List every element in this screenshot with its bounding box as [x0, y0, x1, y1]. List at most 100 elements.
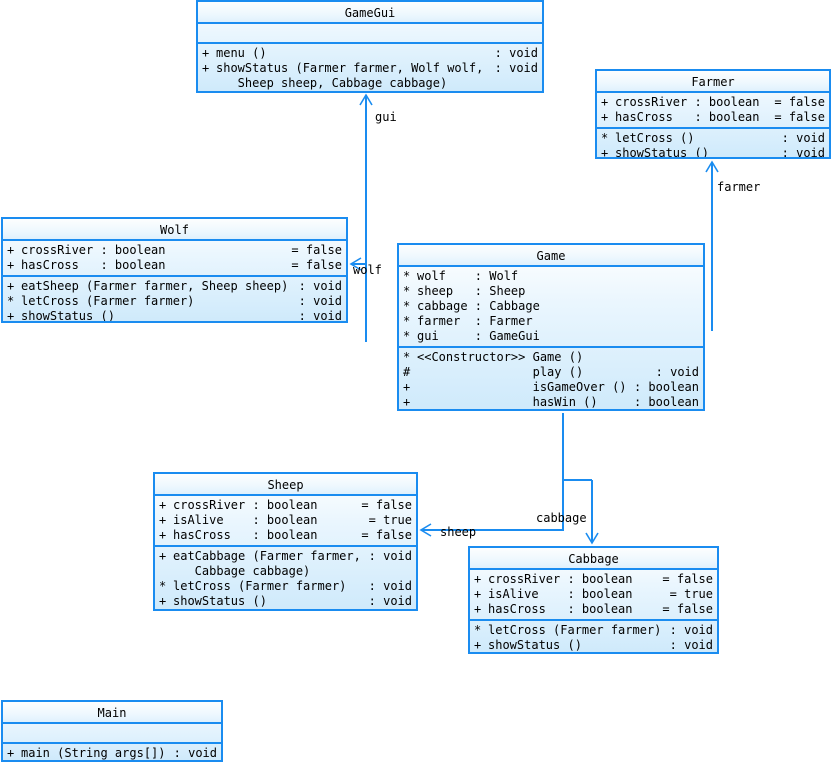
attribute-row: +isAlive : boolean= true: [155, 513, 416, 528]
visibility-marker: +: [403, 380, 411, 394]
method-return-type: : void: [368, 579, 412, 593]
visibility-marker: *: [403, 314, 411, 328]
class-title-gamegui: GameGui: [198, 2, 542, 24]
class-title-wolf: Wolf: [3, 219, 346, 241]
visibility-marker: +: [474, 572, 482, 586]
method-return-type: : void: [173, 746, 217, 760]
visibility-marker: +: [159, 528, 167, 542]
uml-class-gamegui[interactable]: GameGui +menu (): void+ showStatus (Farmer…: [196, 0, 544, 93]
method-row: * letCross (Farmer farmer) : void: [3, 294, 346, 309]
visibility-marker: +: [7, 243, 15, 257]
attribute-row: *gui : GameGui: [399, 329, 703, 344]
method-row: Cabbage cabbage): [155, 564, 416, 579]
method-signature: showStatus (): [21, 309, 115, 323]
visibility-marker: *: [474, 623, 482, 637]
method-return-type: : void: [669, 638, 713, 652]
method-return-type: : void: [781, 146, 825, 159]
method-return-type: : void: [368, 594, 412, 608]
uml-class-sheep[interactable]: Sheep+crossRiver : boolean= false+isAliv…: [153, 472, 418, 611]
attribute-name: hasCross : boolean: [488, 602, 633, 616]
visibility-marker: *: [403, 299, 411, 313]
attribute-name: isAlive : boolean: [488, 587, 633, 601]
class-title-sheep: Sheep: [155, 474, 416, 496]
connector-label-cabbage: cabbage: [536, 511, 587, 525]
uml-class-cabbage[interactable]: Cabbage+crossRiver : boolean= false+isAl…: [468, 546, 719, 654]
visibility-marker: +: [202, 61, 210, 75]
attribute-row: + crossRiver : boolean = false: [3, 243, 346, 258]
uml-class-game[interactable]: Game*wolf : Wolf*sheep : Sheep*cabbage :…: [397, 243, 705, 411]
method-return-type: : void: [669, 623, 713, 637]
visibility-marker: +: [601, 110, 609, 124]
class-title-cabbage: Cabbage: [470, 548, 717, 570]
method-signature: showStatus (): [173, 594, 267, 608]
attribute-row: +hasCross : boolean= false: [3, 258, 346, 273]
class-methods-gamegui: +menu (): void+ showStatus (Farmer farmer…: [198, 44, 542, 91]
class-methods-main: +main (String args[]): void: [3, 744, 221, 760]
method-row: +showStatus (Farmer farmer, Wolf wolf,: …: [198, 61, 542, 76]
visibility-marker: [202, 76, 216, 91]
method-signature: letCross (Farmer farmer): [21, 294, 195, 308]
method-return-type: : void: [298, 309, 342, 323]
visibility-marker: *: [159, 579, 167, 593]
visibility-marker: *: [7, 294, 15, 308]
method-signature: isGameOver (): [417, 380, 627, 394]
attribute-value: = false: [662, 602, 713, 616]
attribute-row: *farmer : Farmer: [399, 314, 703, 329]
uml-class-wolf[interactable]: Wolf + crossRiver : boolean = false+hasCros…: [1, 217, 348, 323]
attribute-name: isAlive : boolean: [173, 513, 318, 527]
visibility-marker: +: [7, 279, 15, 293]
attribute-value: = false: [291, 243, 342, 257]
method-return-type: : void: [781, 131, 825, 145]
attribute-value: = true: [368, 513, 412, 527]
class-attributes-farmer: +crossRiver : boolean= false+hasCross : …: [597, 93, 829, 129]
class-methods-cabbage: * letCross (Farmer farmer) : void+showStat…: [470, 621, 717, 652]
visibility-marker: *: [403, 284, 411, 298]
method-row: +showStatus (): void: [470, 638, 717, 652]
method-signature: menu (): [216, 46, 267, 60]
attribute-row: + hasCross : boolean = false: [155, 528, 416, 543]
method-return-type: : boolean: [633, 395, 699, 409]
class-methods-game: *<<Constructor>> Game ()# play (): void+…: [399, 348, 703, 409]
visibility-marker: +: [159, 549, 167, 563]
attribute-value: = true: [669, 587, 713, 601]
visibility-marker: +: [7, 309, 15, 323]
uml-class-main[interactable]: Main+main (String args[]): void: [1, 700, 223, 762]
method-signature: eatCabbage (Farmer farmer,: [173, 549, 361, 563]
method-row: Sheep sheep, Cabbage cabbage): [198, 76, 542, 91]
method-row: + showStatus () : void: [3, 309, 346, 323]
method-signature: showStatus (Farmer farmer, Wolf wolf,: [216, 61, 484, 75]
method-return-type: : boolean: [633, 380, 699, 394]
uml-class-farmer[interactable]: Farmer+crossRiver : boolean= false+hasCr…: [595, 69, 831, 159]
attribute-name: hasCross : boolean: [173, 528, 318, 542]
attribute-row: +crossRiver : boolean= false: [470, 572, 717, 587]
class-title-game: Game: [399, 245, 703, 267]
connector-label-sheep: sheep: [440, 525, 477, 539]
visibility-marker: +: [474, 587, 482, 601]
attribute-name: crossRiver : boolean: [21, 243, 166, 257]
class-attributes-game: *wolf : Wolf*sheep : Sheep*cabbage : Cab…: [399, 267, 703, 348]
visibility-marker: +: [601, 146, 609, 159]
class-title-main: Main: [3, 702, 221, 724]
method-row: +eatSheep (Farmer farmer, Sheep sheep): …: [3, 279, 346, 294]
method-signature: main (String args[]): [21, 746, 166, 760]
attribute-value: = false: [361, 528, 412, 542]
method-return-type: : void: [298, 294, 342, 308]
class-methods-farmer: *letCross (): void+showStatus (): void: [597, 129, 829, 159]
method-signature: showStatus (): [615, 146, 709, 159]
attribute-row: + isAlive : boolean = true: [470, 587, 717, 602]
visibility-marker: [159, 564, 173, 579]
visibility-marker: +: [474, 602, 482, 616]
method-signature: Sheep sheep, Cabbage cabbage): [216, 76, 448, 90]
class-methods-sheep: + eatCabbage (Farmer farmer, : void Cabbag…: [155, 547, 416, 609]
visibility-marker: *: [403, 329, 411, 343]
connector-label-gui: gui: [375, 110, 397, 124]
method-signature: letCross (Farmer farmer): [488, 623, 662, 637]
class-attributes-cabbage: +crossRiver : boolean= false+isAlive : b…: [470, 570, 717, 621]
method-row: +main (String args[]): void: [3, 746, 221, 760]
method-row: +menu (): void: [198, 46, 542, 61]
class-attributes-sheep: +crossRiver : boolean= false+isAlive : b…: [155, 496, 416, 547]
visibility-marker: *: [403, 350, 411, 364]
method-return-type: : void: [655, 365, 699, 379]
visibility-marker: +: [601, 95, 609, 109]
